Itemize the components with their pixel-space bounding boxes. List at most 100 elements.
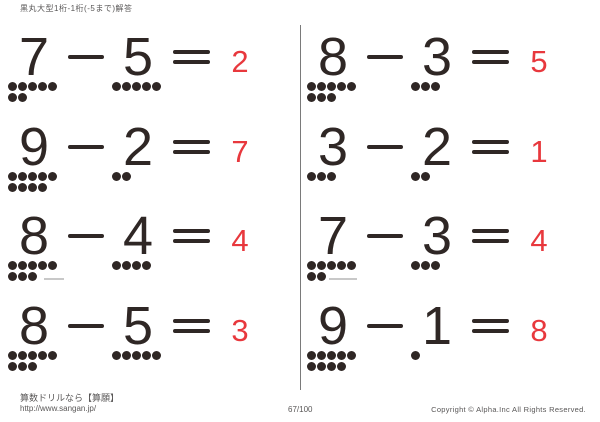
counting-dot xyxy=(28,351,37,360)
counting-dot xyxy=(38,82,47,91)
problem: 9 2 7 xyxy=(8,117,272,207)
footer-site-url: http://www.sangan.jp/ xyxy=(20,404,97,413)
counting-dot xyxy=(152,351,161,360)
counting-dot xyxy=(132,351,141,360)
minus-sign xyxy=(367,145,403,149)
counting-dot xyxy=(28,362,37,371)
counting-dot xyxy=(327,93,336,102)
counting-dot xyxy=(18,272,27,281)
counting-dot xyxy=(18,351,27,360)
minus-sign xyxy=(68,145,104,149)
counting-dot xyxy=(421,82,430,91)
minuend-dots xyxy=(307,261,359,283)
counting-dot xyxy=(307,362,316,371)
minuend-digit: 7 xyxy=(317,206,349,266)
counting-dot xyxy=(421,261,430,270)
answer-value: 8 xyxy=(530,313,548,348)
minuend-dots xyxy=(307,172,359,194)
counting-dot xyxy=(347,351,356,360)
minuend-digit: 8 xyxy=(317,27,349,87)
counting-dot xyxy=(122,351,131,360)
minuend-dots xyxy=(8,82,60,104)
minuend-digit: 8 xyxy=(18,296,50,356)
counting-dot xyxy=(38,183,47,192)
counting-dot xyxy=(132,82,141,91)
subtrahend-dots xyxy=(411,351,463,373)
counting-dot xyxy=(431,261,440,270)
minus-sign xyxy=(68,324,104,328)
subtrahend-dots xyxy=(411,172,463,194)
minuend-dots xyxy=(307,351,359,373)
counting-dot xyxy=(411,351,420,360)
minuend-digit: 3 xyxy=(317,117,349,177)
counting-dot xyxy=(38,261,47,270)
subtrahend-digit: 5 xyxy=(122,27,154,87)
counting-dot xyxy=(142,82,151,91)
equals-sign xyxy=(472,50,509,64)
counting-dot xyxy=(18,172,27,181)
equals-sign xyxy=(472,140,509,154)
subtrahend-digit: 1 xyxy=(421,296,453,356)
counting-dot xyxy=(317,351,326,360)
problem: 8 3 5 xyxy=(307,27,571,117)
counting-dot xyxy=(18,82,27,91)
counting-dot xyxy=(337,362,346,371)
problem: 8 4 4 xyxy=(8,206,272,296)
minuend-digit: 8 xyxy=(18,206,50,266)
counting-dot xyxy=(8,362,17,371)
subtrahend-dots xyxy=(112,261,164,283)
counting-dot xyxy=(307,351,316,360)
counting-dot xyxy=(327,362,336,371)
counting-dot xyxy=(347,82,356,91)
equals-sign xyxy=(472,229,509,243)
counting-dot xyxy=(337,351,346,360)
faint-underline xyxy=(44,278,64,280)
counting-dot xyxy=(411,261,420,270)
counting-dot xyxy=(28,183,37,192)
problem: 9 1 8 xyxy=(307,296,571,386)
equals-sign xyxy=(173,50,210,64)
minus-sign xyxy=(68,55,104,59)
counting-dot xyxy=(18,183,27,192)
subtrahend-digit: 2 xyxy=(122,117,154,177)
equals-sign xyxy=(173,319,210,333)
minus-sign xyxy=(367,324,403,328)
minuend-digit: 9 xyxy=(317,296,349,356)
subtrahend-dots xyxy=(411,82,463,104)
counting-dot xyxy=(317,172,326,181)
counting-dot xyxy=(112,172,121,181)
counting-dot xyxy=(8,272,17,281)
counting-dot xyxy=(317,362,326,371)
counting-dot xyxy=(411,172,420,181)
counting-dot xyxy=(347,261,356,270)
counting-dot xyxy=(8,93,17,102)
equals-sign xyxy=(173,229,210,243)
minus-sign xyxy=(367,55,403,59)
subtrahend-digit: 5 xyxy=(122,296,154,356)
subtrahend-dots xyxy=(112,82,164,104)
answer-value: 3 xyxy=(231,313,249,348)
minuend-dots xyxy=(307,82,359,104)
counting-dot xyxy=(327,351,336,360)
problem: 8 5 3 xyxy=(8,296,272,386)
counting-dot xyxy=(317,261,326,270)
counting-dot xyxy=(337,261,346,270)
counting-dot xyxy=(132,261,141,270)
answer-value: 7 xyxy=(231,134,249,169)
counting-dot xyxy=(8,172,17,181)
equals-sign xyxy=(472,319,509,333)
counting-dot xyxy=(307,93,316,102)
problem: 7 5 2 xyxy=(8,27,272,117)
counting-dot xyxy=(48,82,57,91)
problem: 3 2 1 xyxy=(307,117,571,207)
answer-value: 2 xyxy=(231,44,249,79)
counting-dot xyxy=(18,93,27,102)
counting-dot xyxy=(112,82,121,91)
minuend-dots xyxy=(8,351,60,373)
counting-dot xyxy=(112,351,121,360)
counting-dot xyxy=(152,82,161,91)
counting-dot xyxy=(28,172,37,181)
counting-dot xyxy=(38,351,47,360)
counting-dot xyxy=(431,82,440,91)
counting-dot xyxy=(48,261,57,270)
